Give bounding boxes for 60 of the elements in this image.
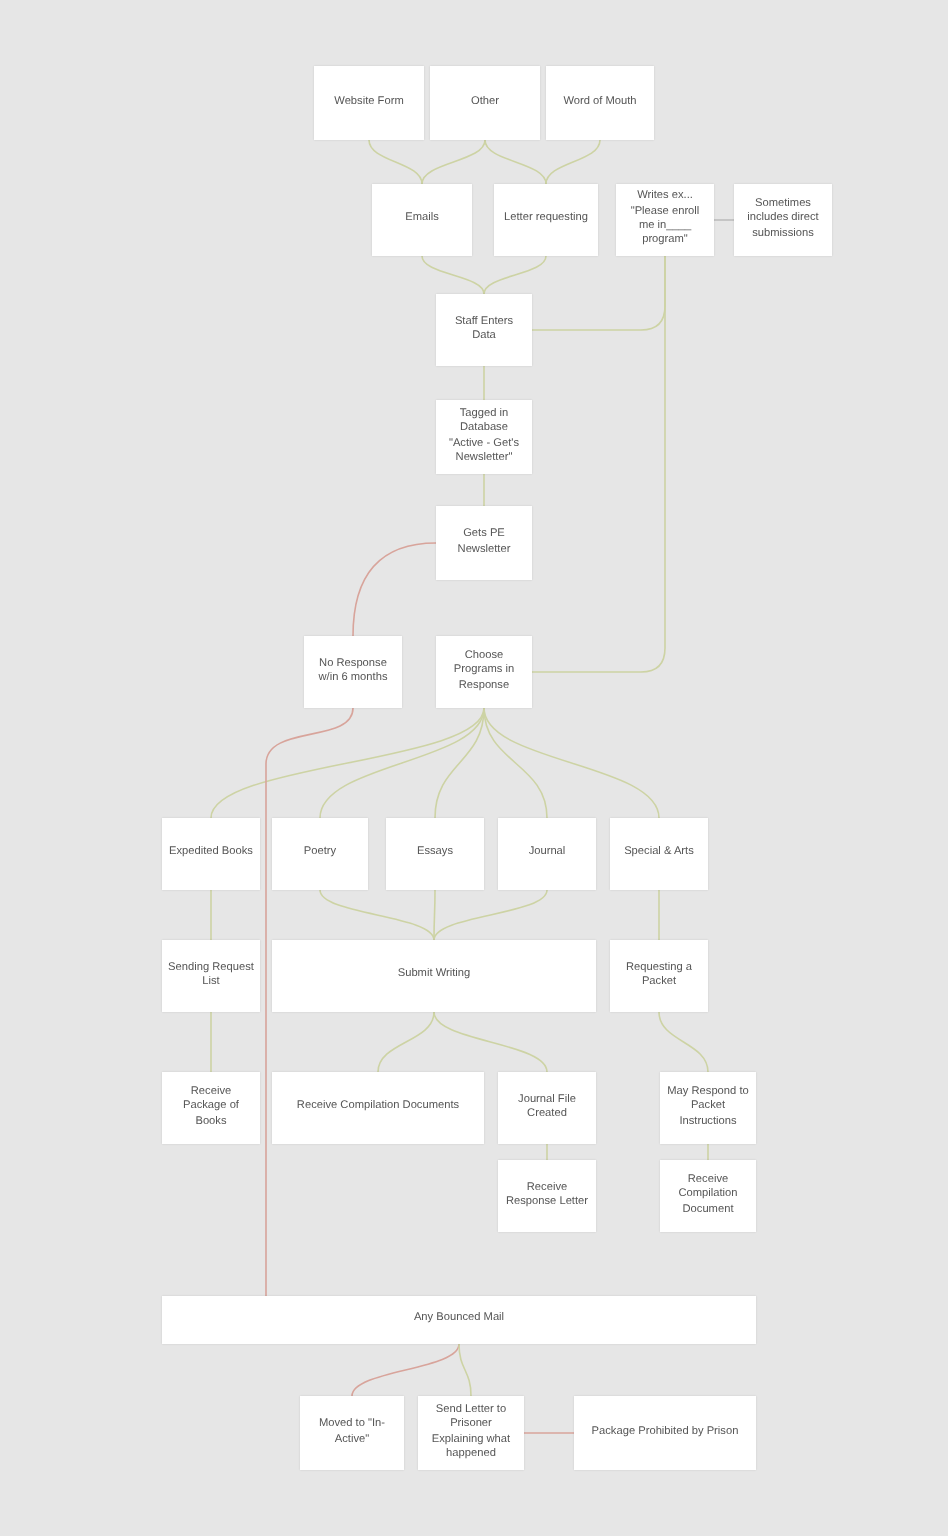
connector-line bbox=[421, 255, 485, 295]
process-box bbox=[660, 1160, 756, 1232]
connector-line bbox=[265, 707, 354, 1297]
connector-line bbox=[458, 1343, 472, 1397]
process-box bbox=[162, 940, 260, 1012]
process-box bbox=[436, 400, 532, 474]
connector-line bbox=[352, 542, 437, 637]
process-box bbox=[418, 1396, 524, 1470]
connector-line bbox=[210, 707, 485, 819]
connector-line bbox=[483, 473, 485, 507]
process-box bbox=[436, 506, 532, 580]
connector-line bbox=[421, 139, 486, 185]
connector-line bbox=[707, 1143, 709, 1161]
process-box bbox=[372, 184, 472, 256]
connector-line bbox=[658, 889, 660, 941]
connector-line bbox=[483, 255, 547, 295]
connector-line bbox=[351, 1343, 460, 1397]
connector-line bbox=[434, 707, 485, 819]
connector-line bbox=[319, 889, 435, 941]
process-box bbox=[498, 1072, 596, 1144]
process-box bbox=[272, 818, 368, 890]
process-box bbox=[436, 636, 532, 708]
process-box bbox=[616, 184, 714, 256]
process-box bbox=[272, 940, 596, 1012]
process-box bbox=[304, 636, 402, 708]
connector-line bbox=[531, 255, 666, 673]
process-box bbox=[314, 66, 424, 140]
process-box bbox=[660, 1072, 756, 1144]
connector-line bbox=[210, 889, 212, 941]
connector-line bbox=[433, 889, 548, 941]
process-box bbox=[574, 1396, 756, 1470]
process-box bbox=[734, 184, 832, 256]
connector-line bbox=[483, 365, 485, 401]
process-box bbox=[498, 1160, 596, 1232]
process-box bbox=[162, 1072, 260, 1144]
process-box bbox=[436, 294, 532, 366]
connector-line bbox=[433, 1011, 548, 1073]
process-box bbox=[162, 818, 260, 890]
connector-line bbox=[546, 1143, 548, 1161]
process-box bbox=[610, 940, 708, 1012]
connector-line bbox=[523, 1432, 575, 1434]
connector-line bbox=[210, 1011, 212, 1073]
process-box bbox=[546, 66, 654, 140]
process-box bbox=[272, 1072, 484, 1144]
process-box bbox=[300, 1396, 404, 1470]
process-box bbox=[610, 818, 708, 890]
connector-line bbox=[483, 707, 660, 819]
connector-line bbox=[377, 1011, 435, 1073]
process-box bbox=[430, 66, 540, 140]
connector-line bbox=[484, 139, 547, 185]
process-box bbox=[494, 184, 598, 256]
process-box bbox=[498, 818, 596, 890]
connector-line bbox=[368, 139, 423, 185]
process-box bbox=[386, 818, 484, 890]
connector-line bbox=[433, 889, 436, 941]
connector-line bbox=[545, 139, 601, 185]
process-box bbox=[162, 1296, 756, 1344]
connector-line bbox=[319, 707, 485, 819]
connector-line bbox=[713, 219, 735, 221]
connector-line bbox=[658, 1011, 709, 1073]
